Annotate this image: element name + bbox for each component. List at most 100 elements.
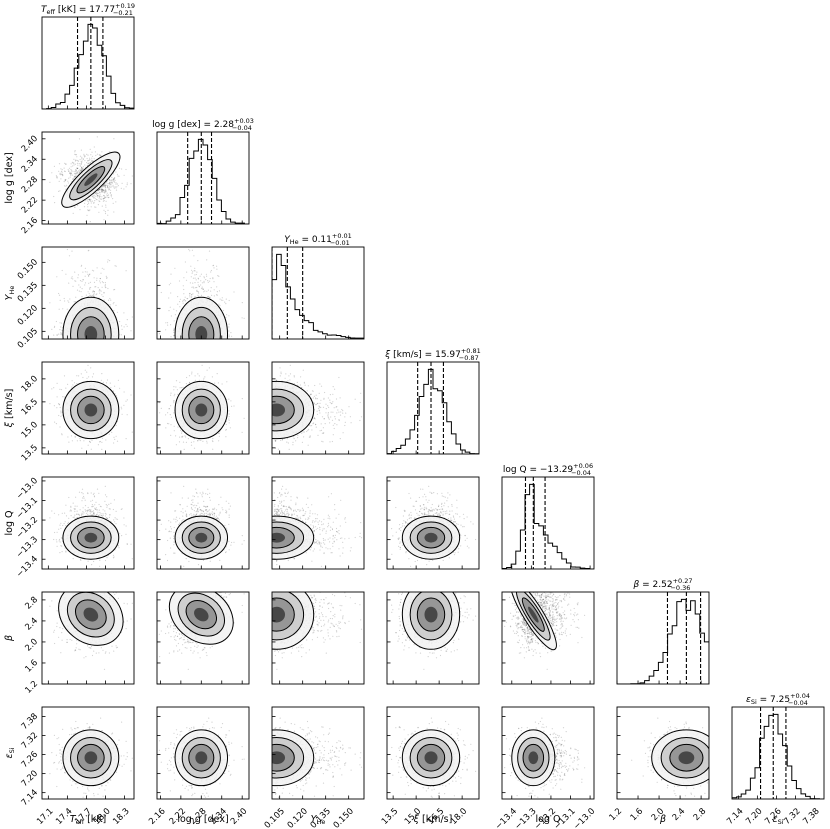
- scatter-point: [175, 310, 178, 312]
- scatter-point: [125, 168, 127, 171]
- scatter-point: [196, 271, 198, 273]
- scatter-point: [61, 329, 63, 331]
- scatter-point: [216, 265, 218, 267]
- scatter-point: [84, 282, 87, 284]
- scatter-point: [70, 169, 72, 171]
- scatter-point: [96, 192, 98, 194]
- scatter-point: [110, 184, 112, 186]
- scatter-point: [233, 291, 235, 293]
- scatter-point: [79, 280, 82, 282]
- scatter-point: [213, 295, 215, 297]
- scatter-point: [104, 185, 106, 187]
- scatter-point: [106, 194, 108, 196]
- scatter-point: [112, 178, 115, 180]
- scatter-point: [63, 167, 65, 169]
- scatter-point: [72, 384, 74, 386]
- scatter-point: [78, 290, 80, 292]
- scatter-point: [193, 255, 195, 257]
- scatter-point: [93, 295, 95, 297]
- scatter-point: [107, 187, 110, 189]
- scatter-point: [199, 222, 200, 223]
- scatter-point: [99, 191, 101, 194]
- scatter-point: [121, 168, 123, 170]
- scatter-point: [108, 189, 110, 191]
- scatter-point: [114, 265, 116, 267]
- scatter-point: [121, 413, 123, 415]
- scatter-point: [78, 284, 80, 286]
- scatter-point: [208, 296, 210, 299]
- scatter-point: [101, 286, 103, 288]
- scatter-point: [218, 290, 221, 292]
- histogram-step: [157, 138, 249, 224]
- scatter-point: [202, 288, 204, 291]
- scatter-point: [228, 334, 230, 336]
- scatter-point: [168, 297, 170, 299]
- scatter-point: [76, 156, 78, 158]
- scatter-point: [178, 280, 181, 282]
- scatter-point: [93, 194, 95, 196]
- axes-frame: [41, 246, 135, 340]
- scatter-point: [130, 183, 132, 185]
- scatter-point: [103, 197, 105, 199]
- scatter-point: [103, 184, 105, 186]
- scatter-point: [64, 170, 66, 173]
- scatter-point: [116, 173, 119, 175]
- scatter-point: [78, 138, 81, 140]
- scatter-point: [64, 300, 66, 302]
- scatter-point: [195, 279, 197, 281]
- scatter-point: [99, 196, 101, 198]
- y-tick-label: 2.34: [20, 154, 40, 174]
- scatter-point: [197, 284, 199, 286]
- scatter-point: [102, 198, 104, 200]
- y-tick-label: 0.105: [16, 326, 40, 350]
- scatter-point: [117, 185, 119, 187]
- scatter-point: [82, 279, 84, 281]
- scatter-point: [213, 289, 215, 291]
- scatter-point: [111, 178, 113, 181]
- scatter-point: [75, 173, 77, 175]
- scatter-point: [112, 202, 114, 204]
- scatter-point: [92, 290, 94, 292]
- scatter-point: [80, 170, 82, 172]
- scatter-point: [198, 295, 200, 297]
- scatter-point: [67, 180, 69, 182]
- scatter-point: [216, 291, 218, 293]
- scatter-point: [108, 196, 110, 198]
- scatter-point: [53, 334, 55, 336]
- scatter-point: [109, 185, 111, 187]
- scatter-point: [130, 330, 132, 332]
- scatter-point: [218, 303, 220, 305]
- scatter-point: [213, 267, 215, 269]
- scatter-point: [230, 332, 232, 334]
- scatter-point: [109, 297, 111, 300]
- scatter-point: [115, 201, 117, 203]
- scatter-point: [197, 278, 200, 280]
- scatter-point: [100, 198, 102, 200]
- scatter-point: [74, 280, 76, 282]
- scatter-point: [78, 375, 80, 377]
- scatter-point: [58, 403, 60, 405]
- scatter-point: [56, 176, 58, 178]
- scatter-point: [58, 180, 60, 182]
- scatter-point: [216, 294, 218, 296]
- scatter-point: [113, 289, 115, 291]
- density-contour: [84, 173, 98, 186]
- scatter-point: [65, 273, 67, 275]
- scatter-point: [184, 261, 186, 263]
- scatter-point: [101, 188, 103, 190]
- scatter-point: [83, 155, 85, 157]
- scatter-point: [126, 325, 128, 327]
- scatter-point: [60, 415, 62, 417]
- scatter-point: [91, 155, 94, 157]
- scatter-point: [210, 290, 212, 292]
- scatter-point: [58, 404, 61, 406]
- scatter-point: [58, 170, 60, 172]
- scatter-point: [130, 394, 132, 396]
- scatter-point: [60, 410, 62, 412]
- scatter-point: [116, 186, 118, 188]
- scatter-point: [81, 166, 83, 168]
- scatter-point: [212, 278, 214, 280]
- scatter-point: [76, 167, 79, 169]
- scatter-point: [68, 441, 70, 443]
